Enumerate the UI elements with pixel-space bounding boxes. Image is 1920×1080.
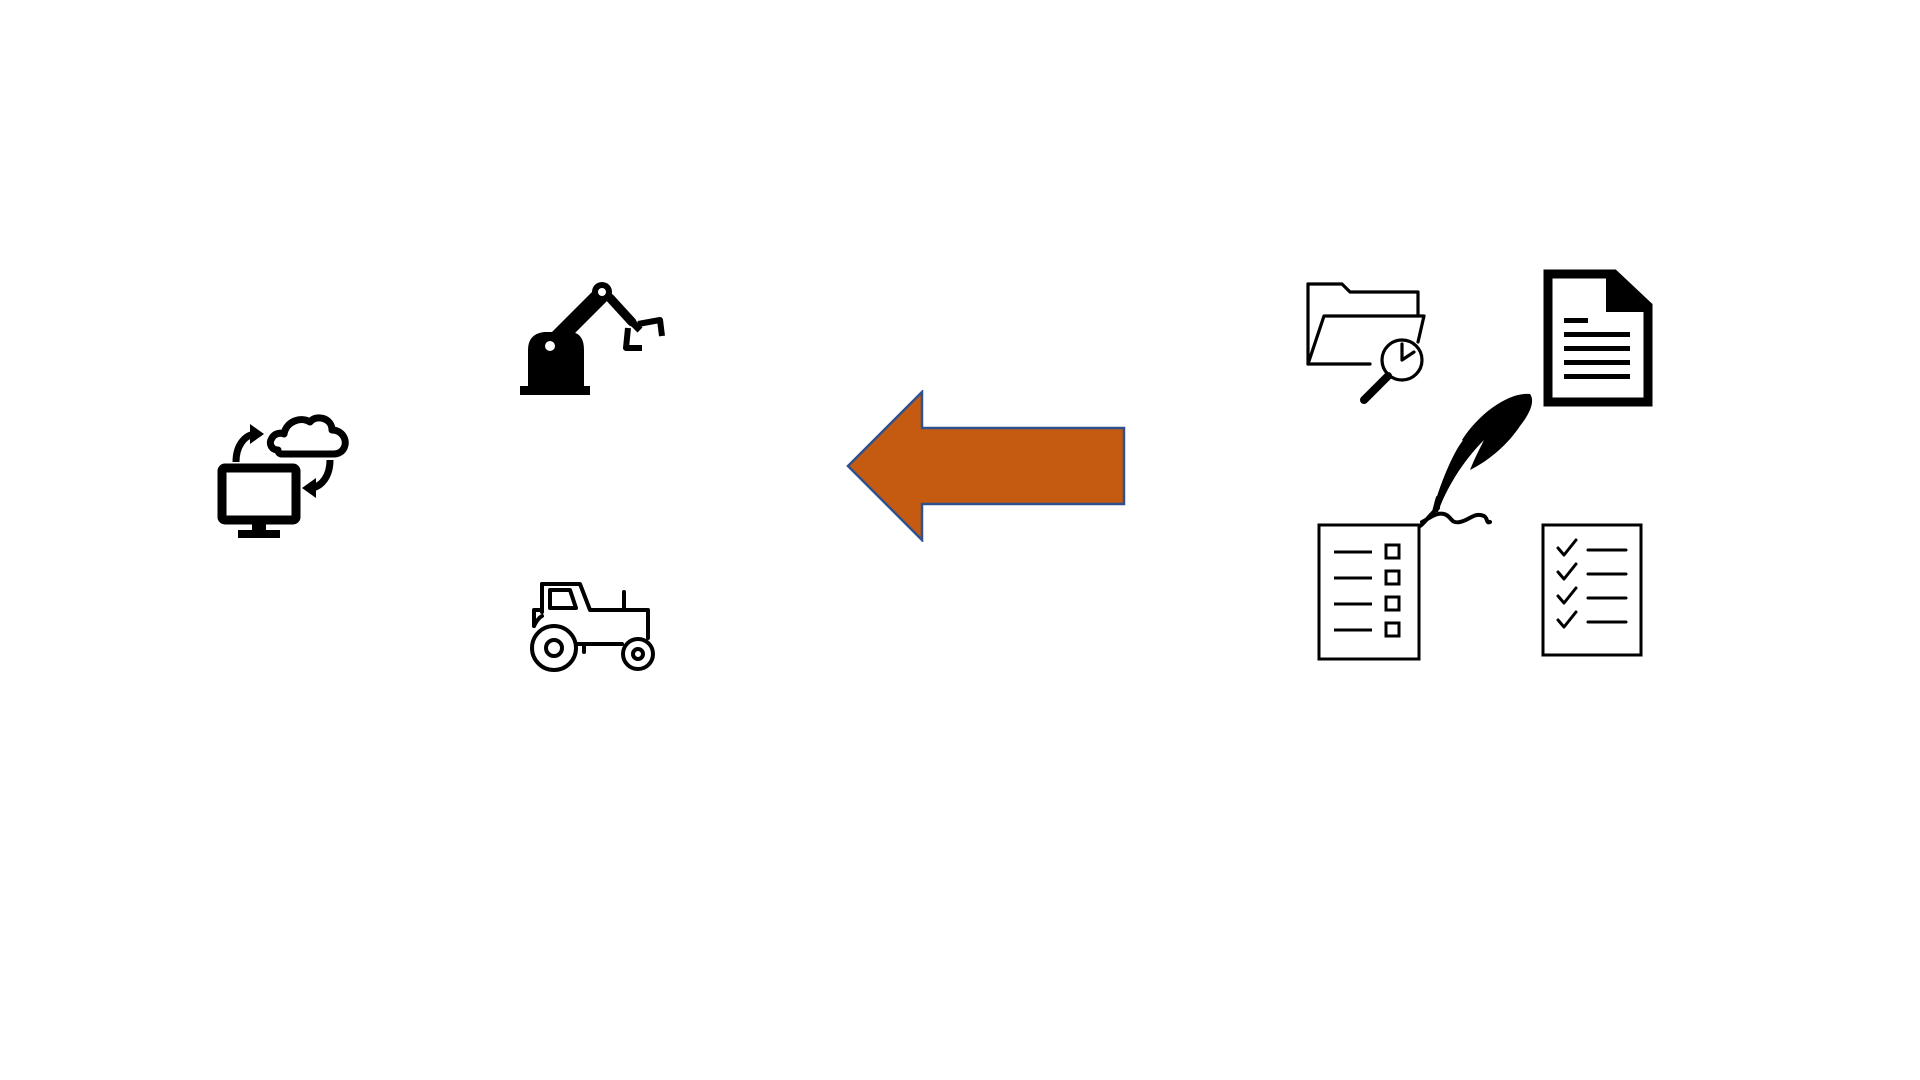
quill-signature-icon: [1418, 393, 1533, 528]
checklist-icon: [1541, 523, 1643, 657]
robot-arm-icon: [520, 282, 665, 395]
document-icon: [1543, 269, 1653, 407]
left-arrow-icon: [846, 390, 1126, 542]
tractor-icon: [530, 582, 655, 672]
checkbox-list-icon: [1317, 523, 1421, 661]
folder-search-icon: [1306, 282, 1426, 404]
cloud-sync-icon: [217, 414, 349, 538]
